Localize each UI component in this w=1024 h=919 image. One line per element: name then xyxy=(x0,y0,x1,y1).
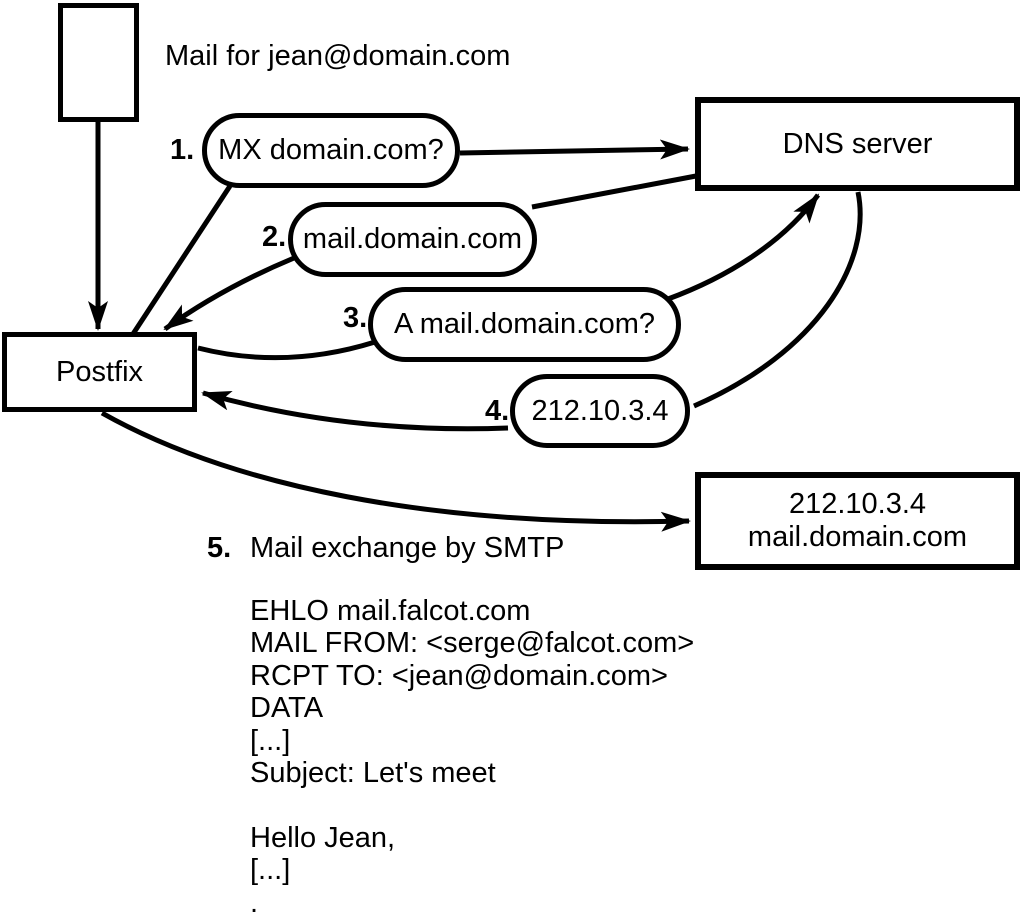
smtp-line-rcpt-to: RCPT TO: <jean@domain.com> xyxy=(250,659,668,692)
connector-query3-to-dns xyxy=(667,193,821,302)
smtp-line-ehlo: EHLO mail.falcot.com xyxy=(250,595,531,627)
connector-query1-to-dns xyxy=(459,139,690,160)
diagram-title: Mail for jean@domain.com xyxy=(165,40,511,72)
dns-server-label: DNS server xyxy=(782,127,933,160)
connector-postfix-to-mailserver xyxy=(100,410,691,532)
mail-exchanger-ip: 212.10.3.4 xyxy=(788,488,927,520)
mail-envelope xyxy=(58,3,139,122)
connector-postfix-to-query1 xyxy=(130,184,233,336)
step-5-label: Mail exchange by SMTP xyxy=(250,532,565,564)
step-5-number: 5. xyxy=(207,532,232,564)
connector-answer2-to-postfix xyxy=(163,255,295,332)
smtp-line-blank xyxy=(250,789,694,821)
smtp-line-hello: Hello Jean, xyxy=(250,821,396,854)
smtp-line-terminator-dot: . xyxy=(250,886,259,919)
step-3-query-label: A mail.domain.com? xyxy=(393,308,656,340)
mail-exchanger-hostname: mail.domain.com xyxy=(747,521,968,553)
postfix-node: Postfix xyxy=(2,332,197,412)
step-1-query-label: MX domain.com? xyxy=(218,134,444,166)
connector-dns-to-answer2 xyxy=(531,173,697,210)
smtp-line-ellipsis-1: [...] xyxy=(250,724,291,757)
smtp-line-data: DATA xyxy=(250,692,324,725)
step-3-number: 3. xyxy=(343,302,368,334)
step-2-answer-pill: mail.domain.com xyxy=(288,202,537,277)
smtp-line-subject: Subject: Let's meet xyxy=(250,756,496,789)
smtp-line-ellipsis-2: [...] xyxy=(250,854,291,887)
step-3-query-pill: A mail.domain.com? xyxy=(368,287,681,362)
connector-postfix-to-query3 xyxy=(197,339,376,361)
step-1-number: 1. xyxy=(170,134,195,166)
step-4-answer-pill: 212.10.3.4 xyxy=(510,374,690,448)
step-4-number: 4. xyxy=(485,395,510,427)
dns-server-node: DNS server xyxy=(695,97,1020,191)
step-2-number: 2. xyxy=(262,221,287,253)
connector-dns-to-answer4 xyxy=(693,191,863,409)
connector-answer4-to-postfix xyxy=(201,390,509,432)
step-4-answer-label: 212.10.3.4 xyxy=(531,394,669,427)
postfix-label: Postfix xyxy=(55,355,144,388)
smtp-line-mail-from: MAIL FROM: <serge@falcot.com> xyxy=(250,627,695,660)
smtp-session-transcript: EHLO mail.falcot.com MAIL FROM: <serge@f… xyxy=(250,595,694,919)
step-1-query-pill: MX domain.com? xyxy=(202,113,460,188)
mail-exchanger-node: 212.10.3.4 mail.domain.com xyxy=(695,472,1020,570)
step-2-answer-label: mail.domain.com xyxy=(302,223,523,255)
